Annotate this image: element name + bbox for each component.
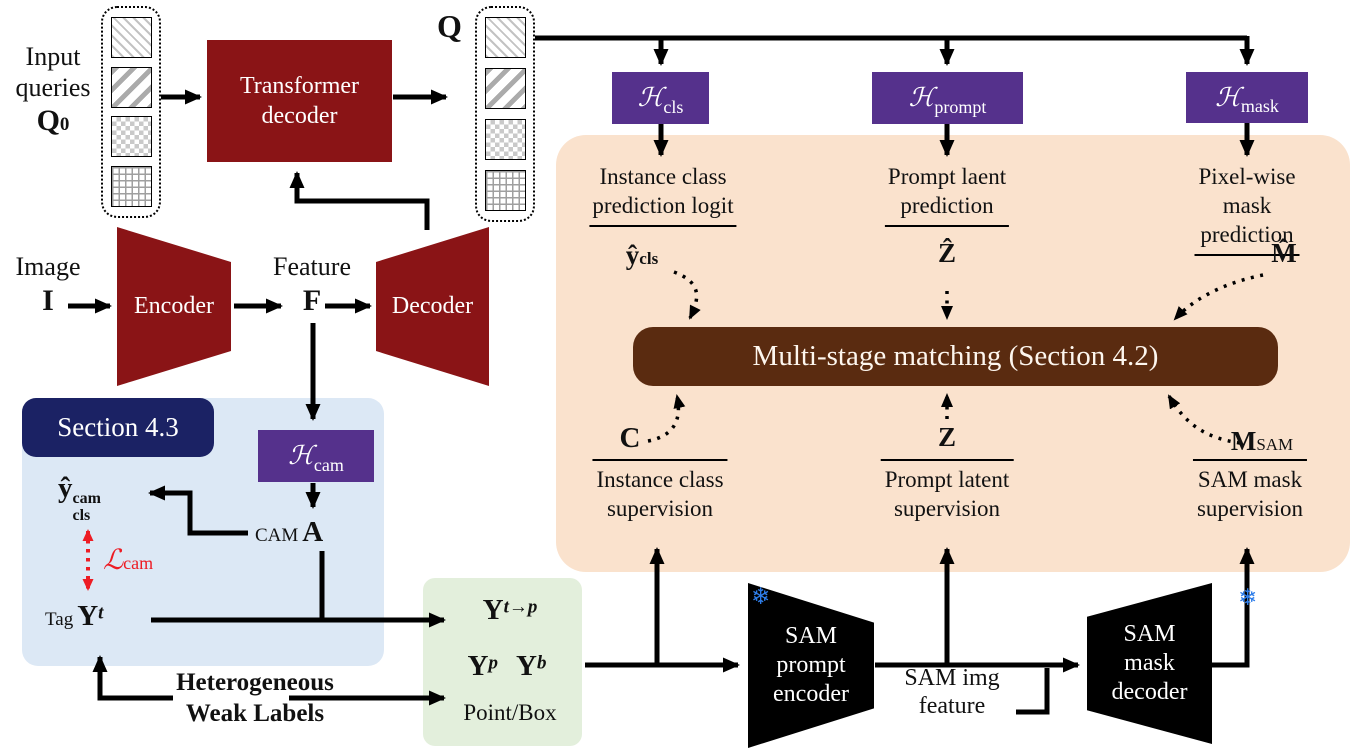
cam-loss-label: ℒcam (103, 545, 154, 576)
input-query-tokens (101, 6, 161, 218)
transformer-decoder-box: Transformer decoder (207, 40, 392, 162)
image-input-label: Image I (15, 252, 81, 317)
point-box-caption: Point/Box (463, 700, 557, 725)
sam-img-feature-label: SAM img feature (904, 665, 1000, 720)
sam-mask-symbol: MSAM (1230, 426, 1294, 456)
query-token-pattern-3 (484, 119, 526, 160)
input-queries-label: Input queries Q0 (15, 42, 91, 138)
section-4-3-title: Section 4.3 (22, 398, 214, 457)
query-token-pattern-3 (110, 116, 152, 158)
q-output-label: Q (437, 8, 462, 44)
query-token-pattern-1 (484, 17, 526, 58)
instance-class-prediction-label: Instance class prediction logit (589, 163, 737, 227)
prompt-latent-prediction-label: Prompt laent prediction (884, 163, 1010, 227)
point-box-symbols: Yp Yb (467, 650, 547, 682)
snowflake-icon: ❄ (1238, 585, 1258, 611)
pixel-mask-prediction-label: Pixel-wise mask prediction (1194, 163, 1300, 256)
query-token-pattern-1 (110, 17, 152, 58)
query-token-pattern-4 (484, 170, 526, 211)
latent-supervision-symbol: Z (937, 422, 957, 452)
feature-label: Feature F (273, 252, 351, 317)
snowflake-icon: ❄ (751, 584, 771, 610)
heterogeneous-weak-labels: Heterogeneous Weak Labels (176, 669, 334, 727)
prompt-labels-panel-background (423, 578, 582, 746)
sam-mask-supervision-label: SAM mask supervision (1192, 459, 1308, 524)
query-token-pattern-2 (484, 68, 526, 109)
tag-label: Tag Yt (45, 600, 104, 632)
predicted-latent-symbol: Ẑ (937, 238, 957, 268)
prompt-latent-supervision-label: Prompt latent supervision (880, 459, 1014, 524)
query-token-pattern-4 (110, 165, 152, 207)
instance-class-supervision-label: Instance class supervision (592, 459, 728, 524)
predicted-class-symbol: ŷcls (625, 240, 659, 270)
class-supervision-symbol: C (619, 422, 641, 454)
output-query-tokens (475, 6, 535, 222)
multi-stage-matching-box: Multi-stage matching (Section 4.2) (633, 327, 1278, 386)
predicted-mask-symbol: M̂ (1271, 238, 1297, 268)
tag-to-point-symbol: Yt→p (482, 594, 538, 626)
query-token-pattern-2 (110, 66, 152, 108)
cam-output-label: CAM A (255, 516, 324, 548)
